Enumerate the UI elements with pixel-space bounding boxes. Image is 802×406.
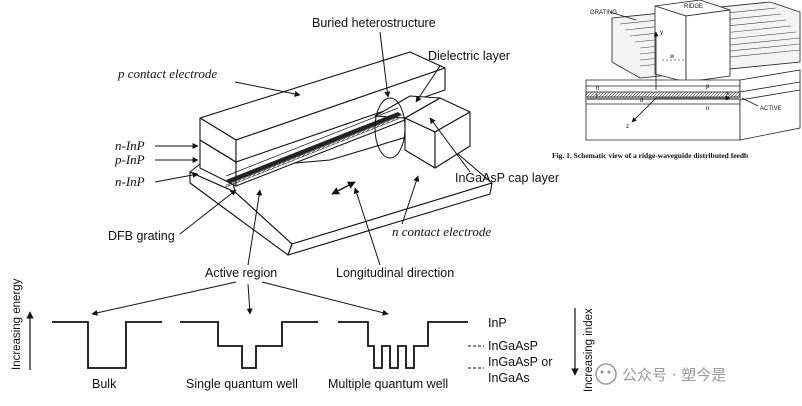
ledge [374,95,441,119]
label-n-contact: n contact electrode [392,224,491,239]
slab-side [739,69,801,141]
ridge-label-y: y [660,30,663,36]
legend-ingaasp: InGaAsP [488,339,538,353]
ridge-block-front [654,5,687,83]
legend-inp: InP [488,316,507,330]
ridge-label-active: ACTIVE [760,106,782,112]
bulk-well [52,321,162,369]
label-bulk: Bulk [92,377,117,391]
label-dielectric: Dielectric layer [428,49,510,63]
index-axis-label: Increasing index [583,308,595,392]
ridge-label-n: n [706,106,709,112]
legend-ingaas: InGaAs [488,371,530,385]
label-p-contact: p contact electrode [117,66,217,81]
ridge-label-h: h [596,86,599,92]
single-qw [180,321,318,369]
ridge-label-ridge: RIDGE [684,4,703,10]
label-n-inp-top: n-InP [115,138,145,153]
active-layer [585,91,741,98]
label-active-region: Active region [205,266,277,280]
label-longitudinal: Longitudinal direction [336,266,454,280]
ridge-label-w: w [669,54,675,60]
cross-section-ellipse [374,97,406,159]
top-box-side [235,67,446,163]
energy-axis-label: Increasing energy [11,278,23,370]
legend-ingaasp-or: InGaAsP or [488,355,552,369]
band-diagram [26,308,579,376]
label-n-inp-bottom: n-InP [115,174,145,189]
ridge-waveguide-figure [585,0,801,141]
ridge-caption: Fig. 1. Schematic view of a ridge-wavegu… [552,151,748,160]
label-ingaasp-cap: InGaAsP cap layer [455,171,559,185]
label-mqw: Multiple quantum well [328,377,448,391]
active-stripe [225,107,402,188]
label-sqw: Single quantum well [186,377,298,391]
ridge-label-d: d [640,98,643,104]
label-buried-heterostructure: Buried heterostructure [312,16,436,30]
ridge-label-grating: GRATING [590,10,617,16]
ridge-label-t: t [596,94,598,100]
ridge-block-side [685,9,731,83]
dfb-laser-device [189,51,493,256]
ridge-label-z: z [626,124,629,130]
multiple-qw [338,321,468,369]
watermark-text: 公众号 · 塑今是 [622,366,726,384]
slab-front [585,79,741,141]
longitudinal-arrow [331,181,356,195]
substrate-right [287,182,493,256]
label-dfb-grating: DFB grating [108,229,175,243]
ridge-label-p: p [706,84,710,90]
watermark [595,363,617,385]
right-block-side [434,111,471,169]
label-p-inp: p-InP [114,152,145,167]
ridge-label-x: x [726,91,729,97]
